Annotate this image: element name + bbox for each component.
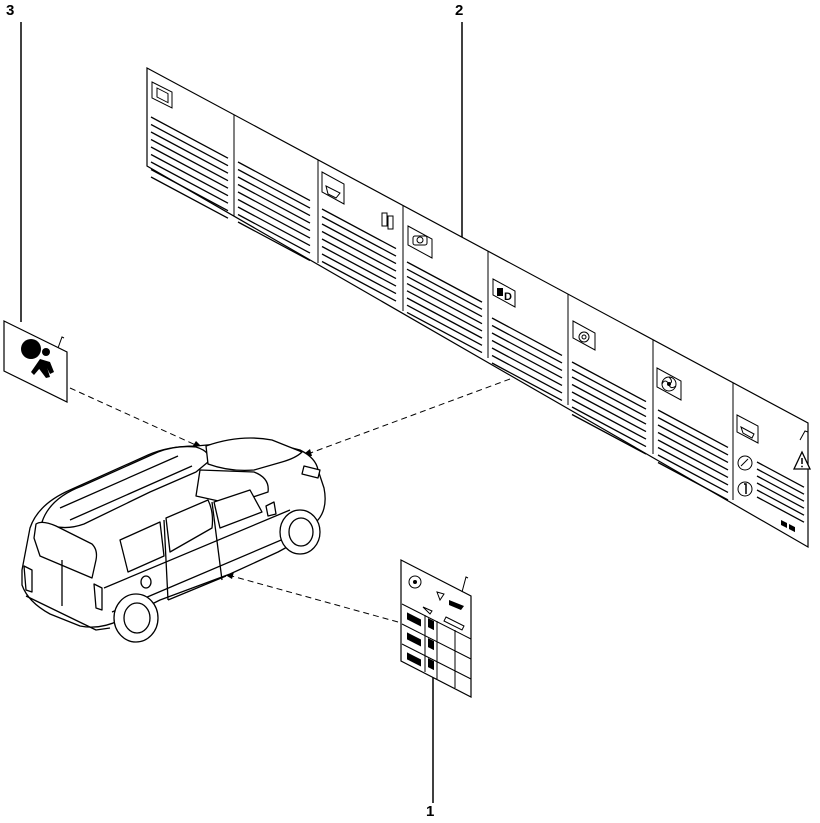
fuel-pump-icon: [381, 212, 394, 230]
oil-level-icon: [736, 414, 759, 444]
airbag-warning-label: [3, 320, 68, 403]
maintenance-information-label: D: [146, 66, 812, 549]
diesel-icon: D: [492, 278, 516, 308]
car-silhouettes: [407, 612, 434, 671]
callout-1: 1: [426, 803, 435, 820]
battery-icon: [151, 81, 173, 109]
info-icon: [737, 481, 753, 497]
gauge-icon: [737, 455, 753, 471]
callout-2: 2: [455, 2, 464, 19]
strip-text-lines: [150, 116, 805, 523]
gear-icon: [572, 320, 596, 351]
vehicle: [21, 437, 326, 643]
brand-marks: [781, 519, 795, 533]
tyre-icon: [408, 575, 422, 589]
callout-3: 3: [6, 2, 15, 19]
tyre-pressure-label: [400, 559, 472, 698]
warning-triangle-icon: [792, 450, 812, 470]
engine-icon: [407, 225, 433, 259]
svg-text:D: D: [504, 291, 512, 303]
oil-can-icon: [321, 171, 345, 205]
airbag-icon: [21, 339, 54, 378]
fan-icon: [656, 367, 682, 401]
